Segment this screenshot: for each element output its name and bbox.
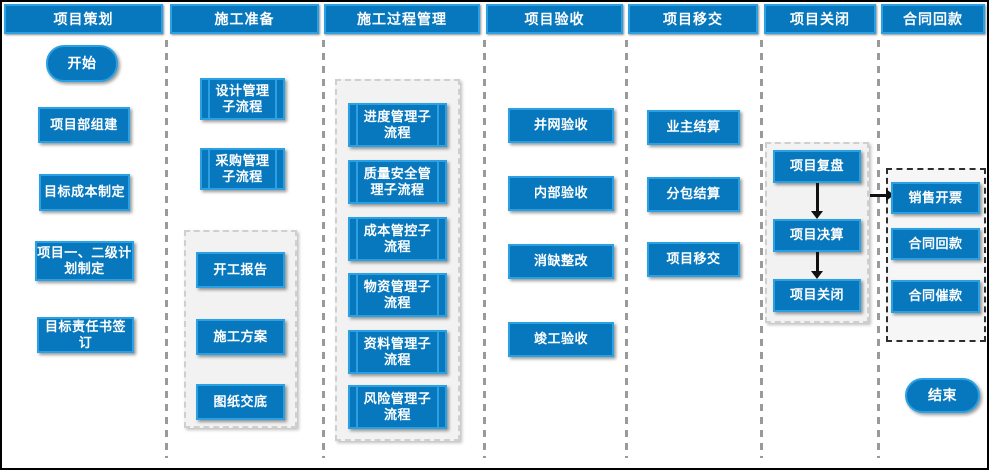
- end-node: 结束: [905, 378, 980, 413]
- subprocess-procurement: 采购管理子流程: [200, 148, 285, 190]
- node-contract-payment: 合同回款: [891, 228, 980, 260]
- node-internal-acceptance: 内部验收: [508, 176, 614, 211]
- lane-header-project-handover: 项目移交: [628, 4, 758, 34]
- node-project-close: 项目关闭: [773, 279, 861, 312]
- subprocess-material-mgmt: 物资管理子流程: [348, 273, 447, 317]
- lane-separator: [877, 40, 880, 458]
- node-drawing-briefing: 图纸交底: [196, 384, 285, 420]
- lane-header-contract-payment: 合同回款: [881, 4, 985, 34]
- node-responsibility-sign: 目标责任书签订: [37, 317, 134, 353]
- node-project-team-setup: 项目部组建: [38, 107, 130, 143]
- lane-separator: [760, 40, 763, 458]
- subprocess-quality-safety: 质量安全管理子流程: [348, 160, 447, 204]
- lane-separator: [625, 40, 628, 458]
- node-start-report: 开工报告: [196, 252, 285, 288]
- start-node: 开始: [46, 45, 118, 82]
- arrow-right-icon: [870, 189, 894, 202]
- node-completion-acceptance: 竣工验收: [508, 322, 614, 357]
- subprocess-design-mgmt: 设计管理子流程: [200, 78, 285, 120]
- subprocess-document-mgmt: 资料管理子流程: [348, 330, 447, 374]
- lane-header-project-planning: 项目策划: [4, 4, 163, 34]
- lane-header-project-closure: 项目关闭: [764, 4, 876, 34]
- node-subcontract-settlement: 分包结算: [647, 177, 740, 212]
- lane-separator: [165, 40, 168, 458]
- subprocess-cost-control: 成本管控子流程: [348, 217, 447, 261]
- lane-header-project-acceptance: 项目验收: [486, 4, 623, 34]
- lane-separator: [483, 40, 486, 458]
- subprocess-risk-mgmt: 风险管理子流程: [348, 385, 447, 429]
- node-target-cost: 目标成本制定: [39, 174, 130, 211]
- node-level-plans: 项目一、二级计划制定: [35, 241, 134, 281]
- node-project-review: 项目复盘: [773, 150, 861, 183]
- node-final-accounts: 项目决算: [773, 219, 861, 252]
- arrow-down-icon: [811, 252, 824, 279]
- subprocess-schedule-mgmt: 进度管理子流程: [348, 103, 447, 147]
- lane-header-construction-process: 施工过程管理: [324, 4, 480, 34]
- lane-header-construction-prep: 施工准备: [170, 4, 319, 34]
- node-project-handover: 项目移交: [647, 242, 740, 277]
- node-construction-plan: 施工方案: [196, 319, 285, 355]
- lane-separator: [322, 40, 325, 458]
- node-defect-rectification: 消缺整改: [508, 244, 614, 279]
- node-payment-reminder: 合同催款: [891, 280, 980, 313]
- node-sales-invoicing: 销售开票: [891, 182, 980, 214]
- node-owner-settlement: 业主结算: [647, 110, 740, 145]
- arrow-down-icon: [811, 183, 824, 219]
- node-grid-acceptance: 并网验收: [508, 108, 614, 143]
